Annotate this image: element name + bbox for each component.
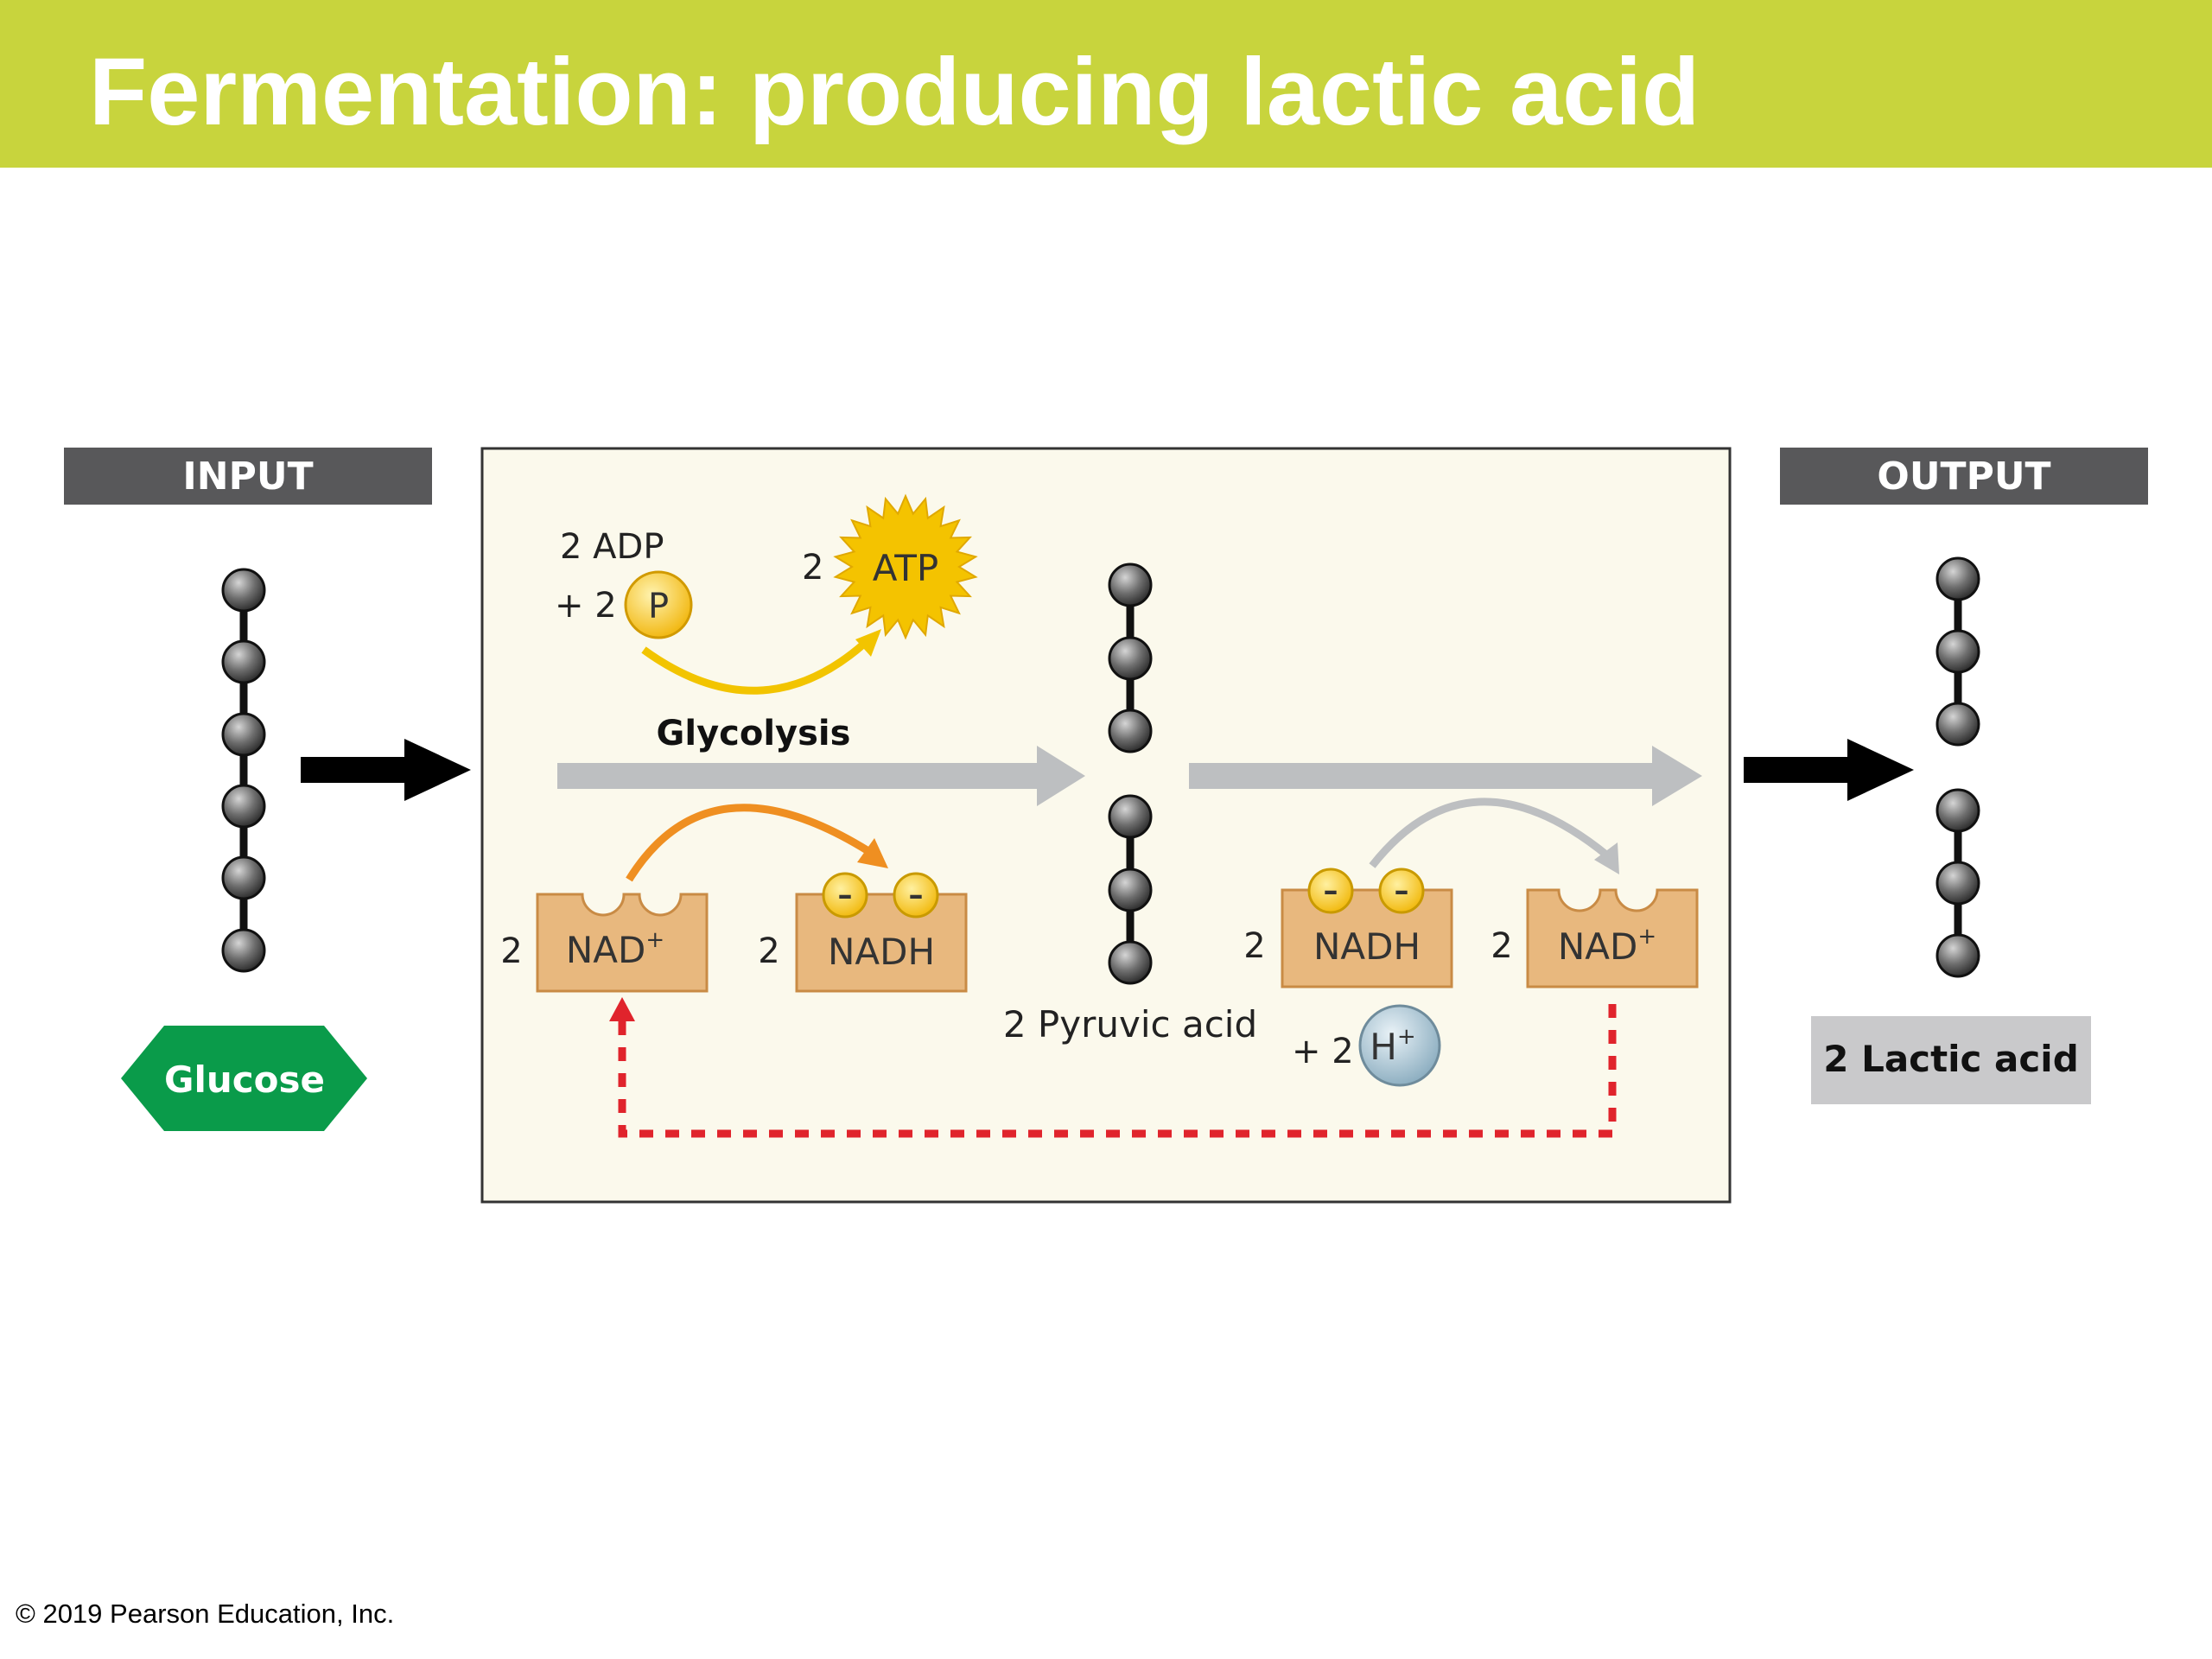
nadh-carrier-right: – – NADH [1281,868,1453,988]
phosphate-coefficient: + 2 [555,586,617,626]
phosphate-symbol: P [648,587,669,626]
electron-symbol: – [838,878,853,912]
hydrogen-ion-icon: H+ [1358,1004,1441,1087]
reduction-arrow [1189,746,1702,806]
atp-label: ATP [873,547,938,589]
nad-to-nadh-arrow [626,804,871,882]
atp-starburst: ATP [833,493,978,640]
nadh-coefficient-right: 2 [1243,926,1265,966]
lactic-molecule-bottom [1936,788,1980,978]
nadh-to-nad-arrow [1369,798,1610,868]
nad-carrier-left: NAD+ [536,893,709,993]
lactic-acid-label: 2 Lactic acid [1823,1038,2079,1080]
process-box [480,447,1732,1204]
glucose-label: Glucose [164,1058,325,1101]
nad-coefficient-left: 2 [500,931,522,971]
title-bar [0,0,2212,168]
glucose-molecule [221,568,266,973]
lactic-molecule-top [1936,556,1980,747]
phosphate-icon: P [624,570,693,639]
glycolysis-arrow [557,746,1085,806]
nadh-label-right: NADH [1313,925,1421,968]
pyruvic-acid-label: 2 Pyruvic acid [1003,1003,1257,1046]
input-arrow [301,739,471,801]
slide-title: Fermentation: producing lactic acid [89,39,1700,145]
pyruvic-molecule-top [1108,563,1153,753]
nad-coefficient-right: 2 [1491,926,1512,966]
output-label: OUTPUT [1877,454,2050,499]
nad-label-right: NAD+ [1558,924,1656,968]
nad-label-left: NAD+ [566,927,664,971]
nad-to-nadh-arrowhead [857,838,888,868]
nadh-carrier-left: – – NADH [795,872,968,993]
nad-recycle-line [618,1004,1617,1138]
nad-recycle-arrowhead [609,997,635,1021]
hydrogen-ion-label: H+ [1370,1024,1415,1068]
output-arrow [1744,739,1914,801]
nadh-label-left: NADH [828,931,935,973]
input-header: INPUT [64,448,432,505]
adp-to-atp-arrow [641,640,867,695]
glycolysis-label: Glycolysis [657,714,851,753]
adp-label: 2 ADP [560,527,664,567]
input-label: INPUT [182,454,313,499]
glucose-badge: Glucose [121,1026,367,1131]
nadh-to-nad-arrowhead [1594,842,1619,874]
electron-symbol: – [1324,874,1338,908]
output-header: OUTPUT [1780,448,2148,505]
hydrogen-coefficient: + 2 [1292,1032,1354,1071]
nad-carrier-right: NAD+ [1526,888,1699,988]
copyright-notice: © 2019 Pearson Education, Inc. [16,1599,395,1629]
pyruvic-molecule-bottom [1108,794,1153,985]
atp-coefficient: 2 [802,548,823,588]
electron-symbol: – [909,878,924,912]
adp-to-atp-arrowhead [855,629,881,657]
lactic-acid-badge: 2 Lactic acid [1811,1016,2091,1104]
electron-symbol: – [1395,874,1409,908]
nadh-coefficient-left: 2 [758,931,779,971]
